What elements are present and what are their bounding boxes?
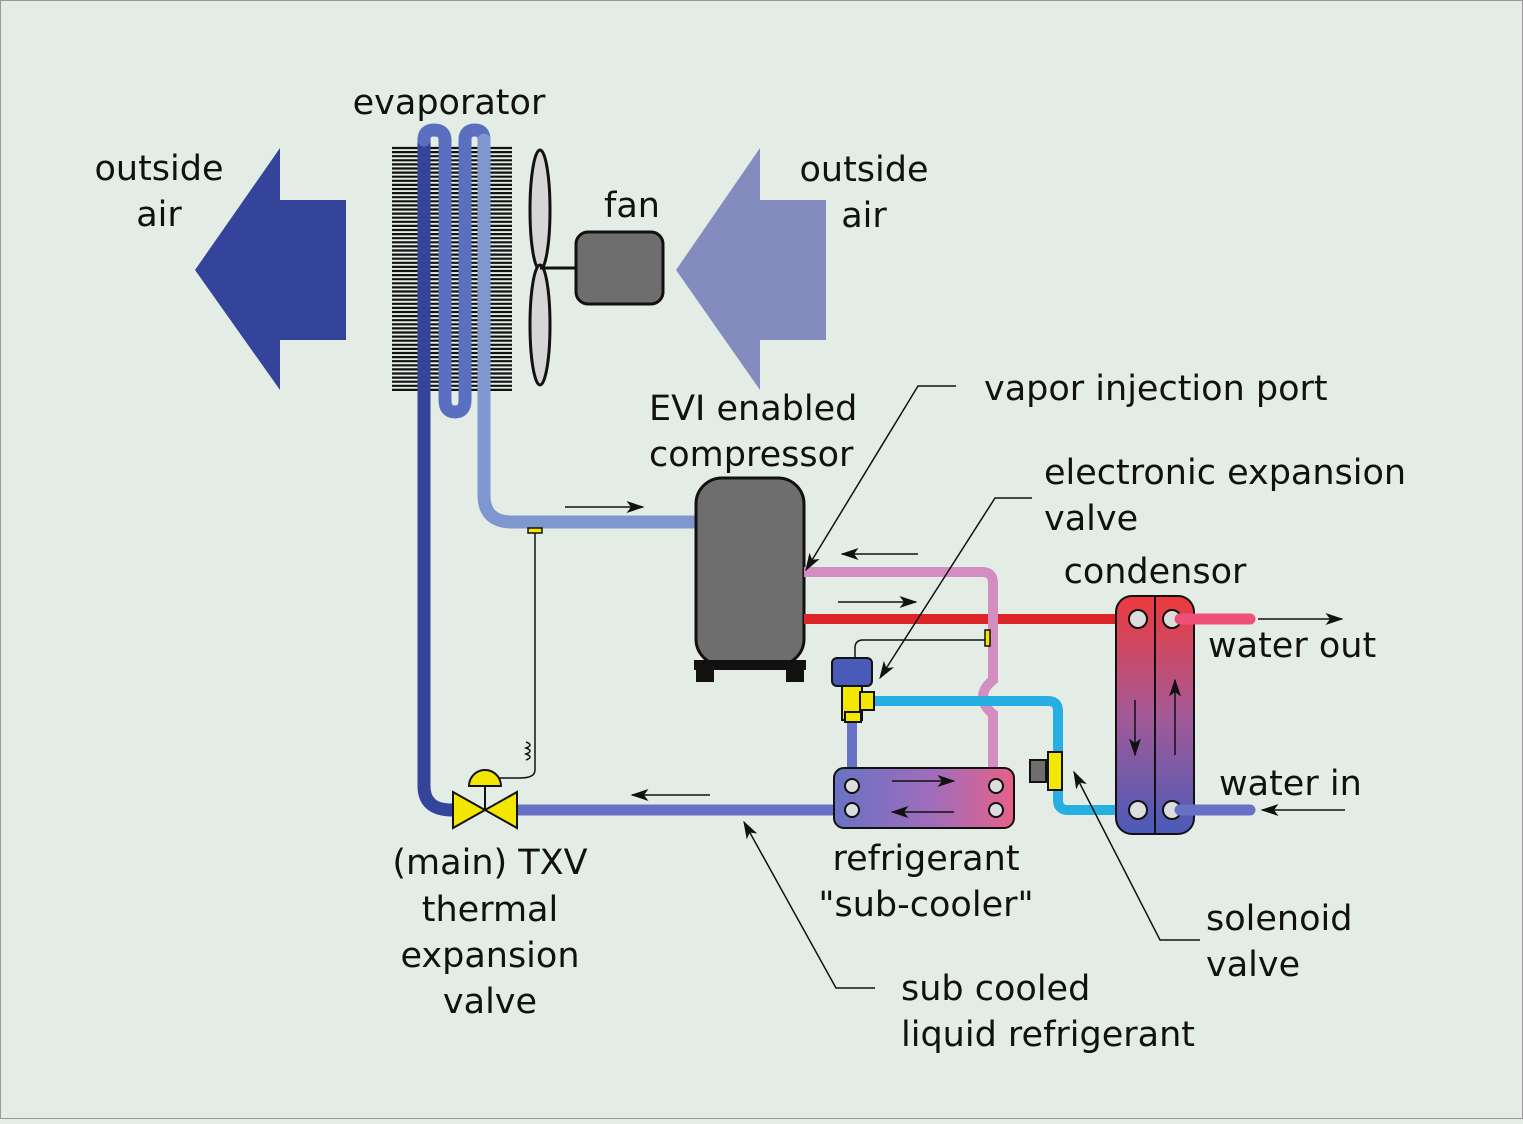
vapor-injection-port-label: vapor injection port (984, 369, 1328, 409)
eev-icon (831, 657, 875, 723)
txv-label-3: expansion (400, 936, 579, 976)
outside-air-out-label-2: air (136, 195, 182, 235)
fan-icon (528, 148, 665, 387)
water-in-label: water in (1219, 764, 1362, 804)
solenoid-label-1: solenoid (1206, 899, 1352, 939)
eev-label-2: valve (1044, 499, 1138, 539)
solenoid-label-2: valve (1206, 945, 1300, 985)
sub-cooler-label-2: "sub-cooler" (818, 885, 1033, 925)
air-out-arrow (195, 148, 346, 390)
evaporator-label: evaporator (353, 83, 546, 123)
eev-label-1: electronic expansion (1044, 453, 1406, 493)
outside-air-in-label-1: outside (799, 150, 928, 190)
condensor-icon (1115, 595, 1195, 835)
air-in-arrow (676, 148, 826, 390)
water-out-label: water out (1208, 626, 1376, 666)
txv-label-1: (main) TXV (392, 843, 587, 883)
compressor-label-2: compressor (649, 435, 854, 475)
compressor-label-1: EVI enabled (649, 389, 857, 429)
compressor-icon (694, 476, 806, 682)
solenoid-valve-icon (1029, 751, 1063, 791)
sub-cooler-icon (833, 767, 1015, 829)
evaporator-fins (392, 146, 512, 391)
outside-air-out-label-1: outside (94, 149, 223, 189)
txv-label-2: thermal (422, 890, 558, 930)
sub-cooled-label-1: sub cooled (901, 969, 1090, 1009)
labels: outside air evaporator fan outside air E… (94, 83, 1406, 1055)
evaporator-coil (417, 123, 707, 817)
outside-air-in-label-2: air (841, 196, 887, 236)
sub-cooler-label-1: refrigerant (832, 839, 1019, 879)
txv-label-4: valve (443, 982, 537, 1022)
flow-arrows (565, 501, 1345, 818)
eev-sensing-line (854, 629, 991, 660)
vapor-injection-line (804, 567, 998, 786)
condensor-label: condensor (1064, 552, 1247, 592)
leader-lines (743, 385, 1200, 989)
fan-label: fan (604, 186, 660, 226)
sub-cooled-label-2: liquid refrigerant (901, 1015, 1195, 1055)
txv-valve-icon (452, 769, 518, 830)
txv-sensing-line (486, 527, 543, 779)
